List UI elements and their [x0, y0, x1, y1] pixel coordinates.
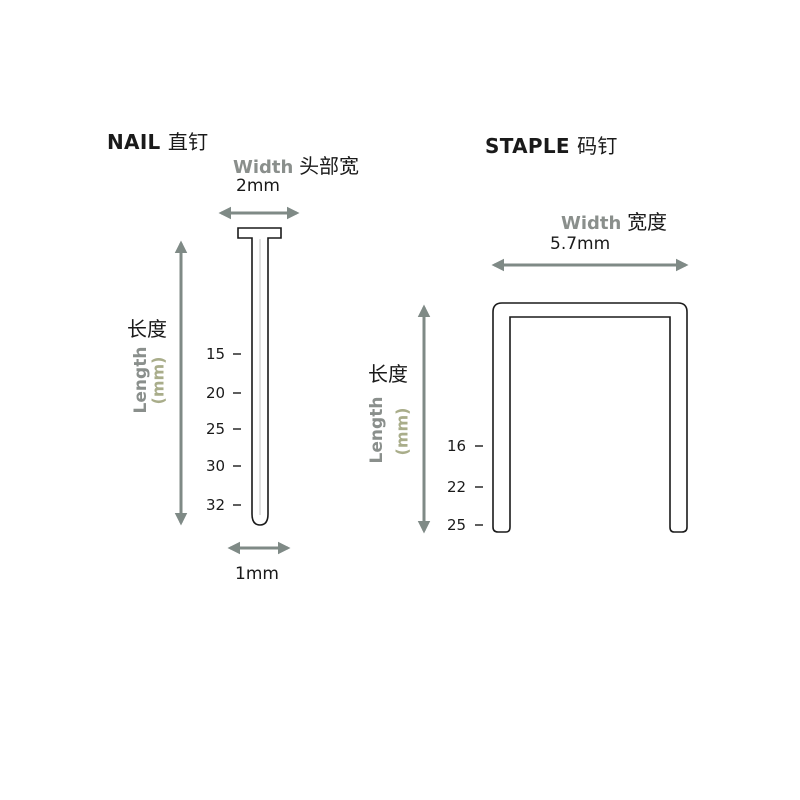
staple-title-zh: 码钉 — [577, 134, 618, 158]
staple-outline — [492, 302, 688, 533]
staple-title: STAPLE 码钉 — [485, 130, 618, 159]
nail-length-30: 30 — [206, 457, 226, 475]
nail-width-label-en: Width — [233, 157, 294, 178]
nail-title-en: NAIL — [107, 130, 161, 154]
nail-length-unit: (mm) — [148, 356, 168, 405]
staple-width-label: Width 宽度 — [561, 206, 667, 235]
nail-width-label: Width 头部宽 — [233, 150, 359, 179]
staple-length-16: 16 — [447, 437, 467, 455]
nail-length-zh: 长度 — [127, 317, 167, 341]
nail-width-label-zh: 头部宽 — [299, 154, 360, 178]
nail-shank-width-value: 1mm — [235, 564, 279, 584]
staple-length-25: 25 — [447, 516, 467, 534]
staple-width-label-zh: 宽度 — [627, 210, 668, 234]
nail-outline — [237, 227, 282, 526]
nail-length-15: 15 — [206, 345, 226, 363]
staple-width-label-en: Width — [561, 213, 622, 234]
nail-title-zh: 直钉 — [167, 130, 209, 154]
nail-length-25: 25 — [206, 420, 226, 438]
nail-length-20: 20 — [206, 384, 226, 402]
staple-length-label: Length — [367, 396, 387, 464]
nail-drawing — [237, 227, 282, 526]
staple-length-zh: 长度 — [368, 362, 408, 386]
nail-head-width-value: 2mm — [236, 176, 280, 196]
nail-title: NAIL 直钉 — [107, 126, 208, 155]
nail-tick-marks — [233, 353, 241, 506]
staple-length-unit: (mm) — [392, 407, 412, 456]
staple-title-en: STAPLE — [485, 134, 570, 158]
staple-length-22: 22 — [447, 478, 467, 496]
staple-tick-marks — [475, 445, 483, 526]
nail-length-32: 32 — [206, 496, 226, 514]
staple-crown-width-value: 5.7mm — [550, 234, 611, 254]
